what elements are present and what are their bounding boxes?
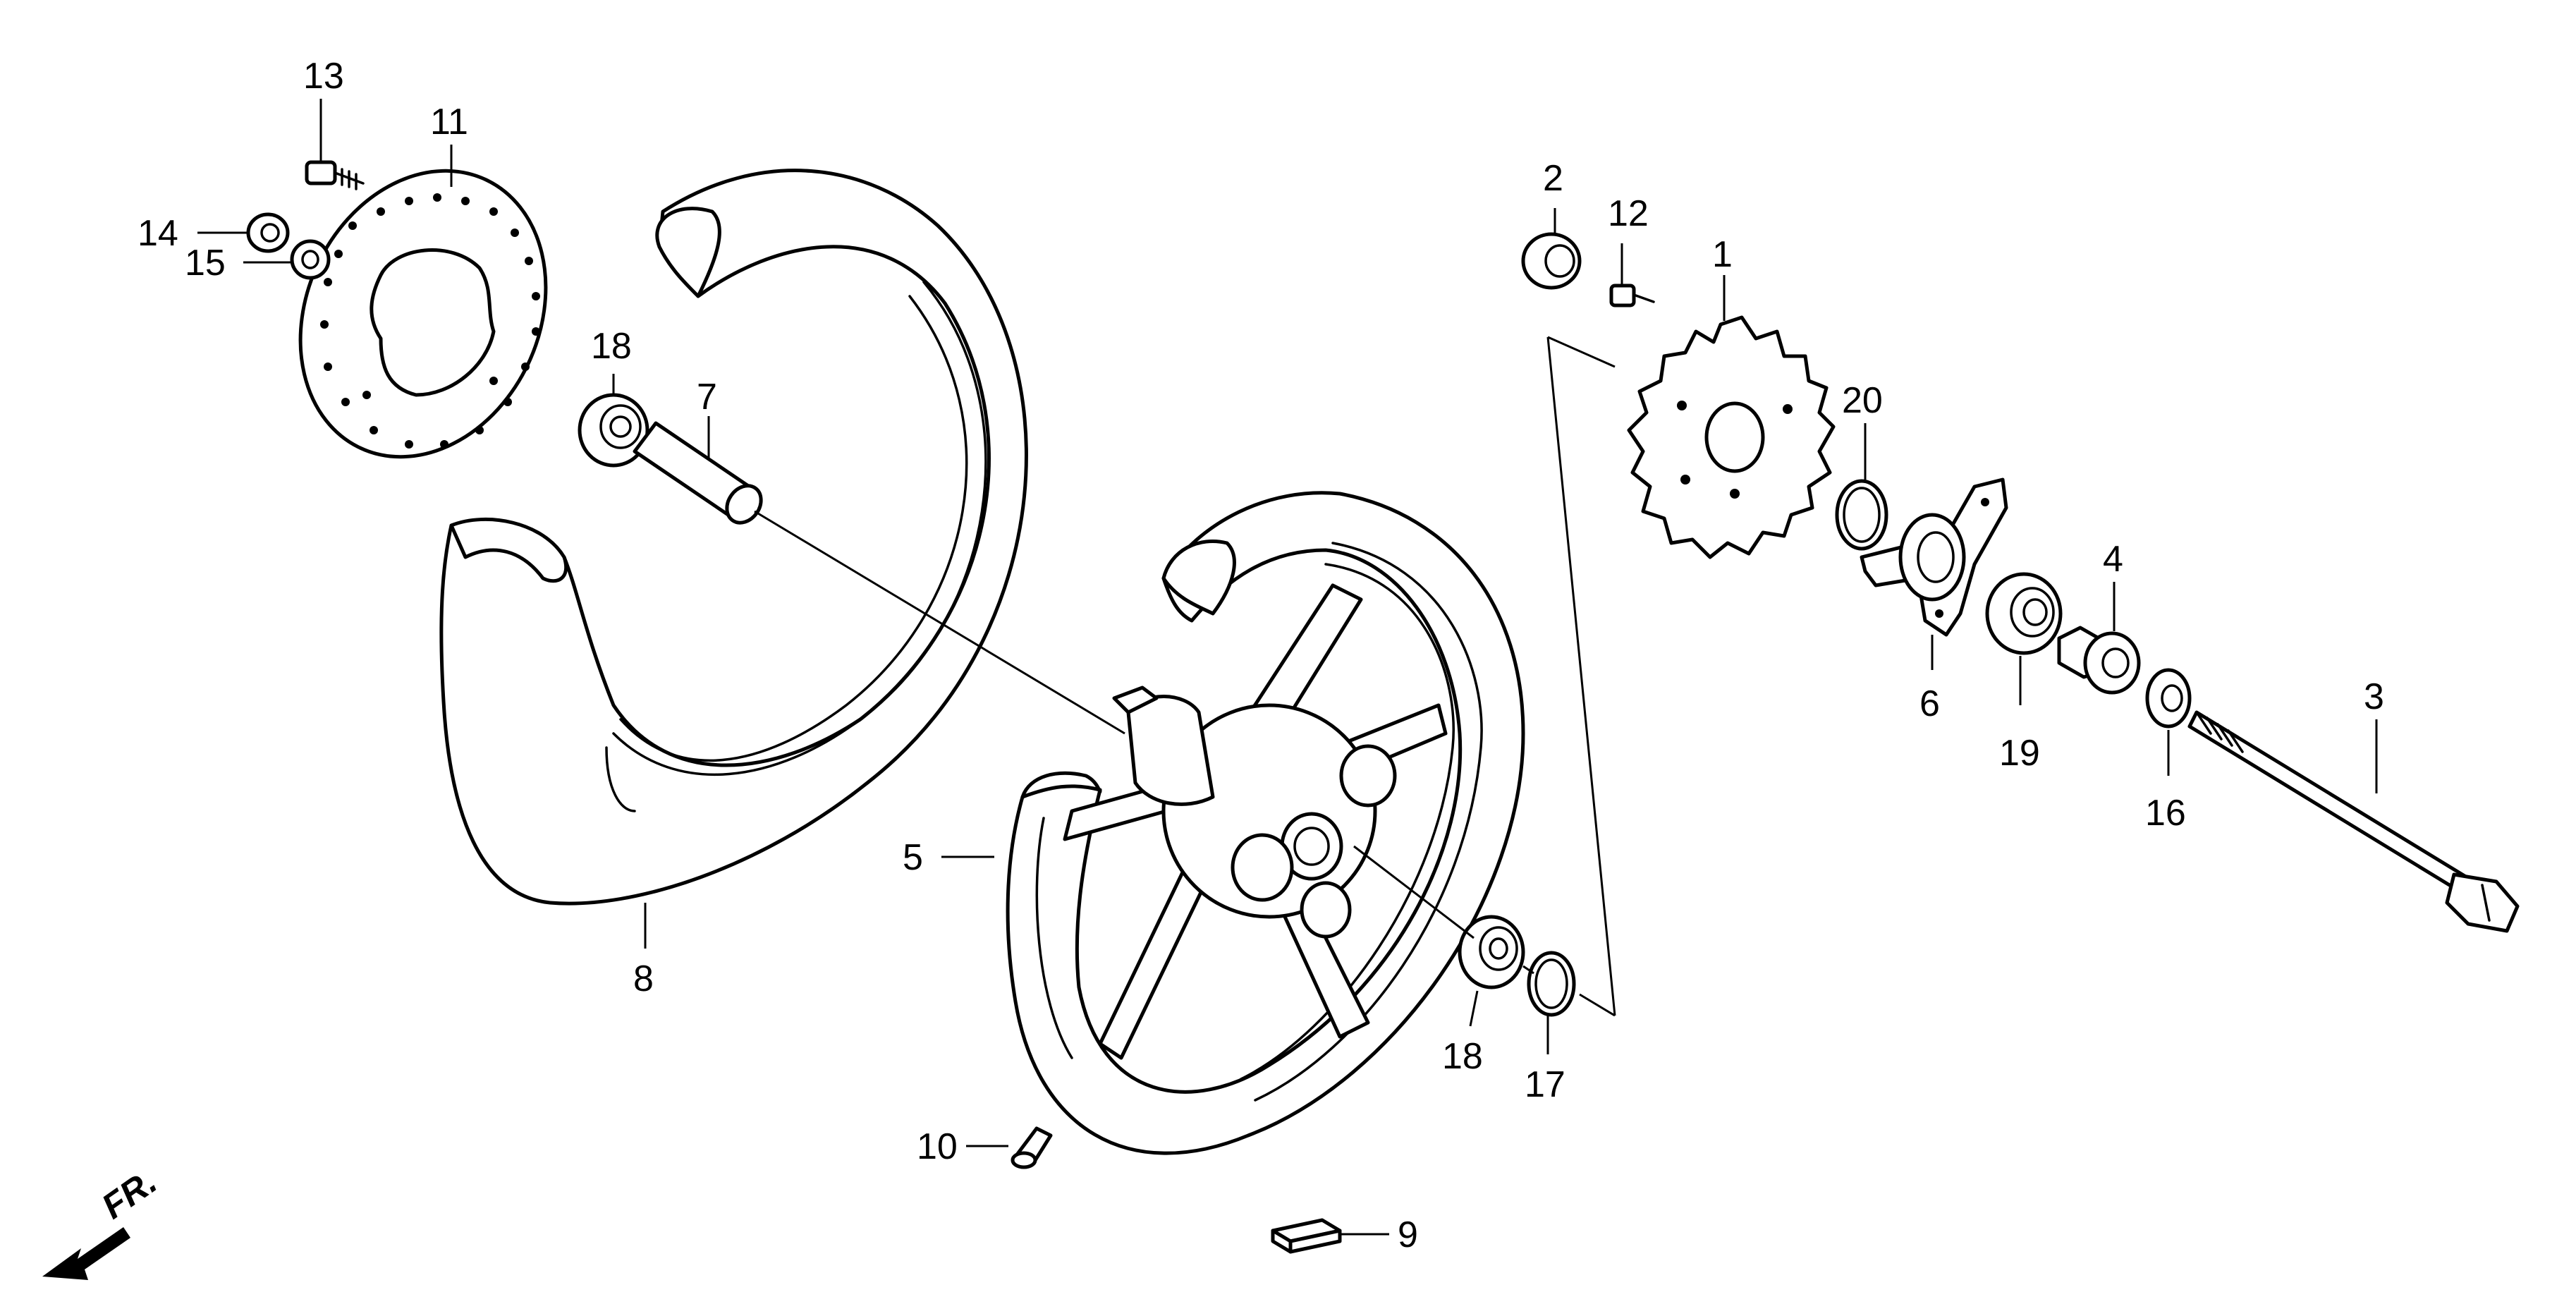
- washer-15-part: [290, 239, 331, 280]
- callout-9: 9: [1398, 1214, 1418, 1255]
- callout-18-lower: 18: [1442, 1036, 1483, 1077]
- front-direction-arrow-icon: FR.: [42, 1162, 164, 1280]
- tire-part: [439, 169, 1028, 906]
- callout-10: 10: [917, 1126, 958, 1167]
- callout-5: 5: [903, 837, 923, 878]
- bolt-13-part: [305, 160, 365, 190]
- collar-4-part: [2057, 626, 2141, 695]
- callout-4: 4: [2103, 539, 2123, 580]
- callout-20: 20: [1842, 380, 1883, 421]
- callout-8: 8: [633, 958, 654, 999]
- callout-3: 3: [2364, 676, 2384, 717]
- callout-15: 15: [185, 243, 226, 284]
- bolt-12-part: [1609, 284, 1655, 307]
- sprocket-flange-6-part: [1860, 477, 2008, 637]
- nut-14-part: [246, 212, 290, 253]
- washer-16-part: [2145, 668, 2192, 729]
- callout-16: 16: [2145, 793, 2186, 834]
- collar-2-part: [1521, 232, 1582, 290]
- callout-1: 1: [1712, 234, 1733, 275]
- spacer-7-part: [633, 421, 763, 525]
- callout-14: 14: [138, 213, 178, 254]
- wheel-rim-part: [1006, 491, 1525, 1155]
- callout-17: 17: [1525, 1064, 1565, 1105]
- balance-weight-9-part: [1271, 1218, 1342, 1254]
- callout-19: 19: [1999, 733, 2040, 774]
- callout-2: 2: [1543, 158, 1563, 199]
- callouts: 13 11 14 15 18 7 8 5 10 9 18 17: [138, 56, 2384, 1255]
- callout-13: 13: [303, 56, 344, 97]
- valve-10-part: [1011, 1126, 1053, 1169]
- callout-6: 6: [1919, 683, 1940, 724]
- brake-disc-part: [298, 169, 548, 459]
- bearing-18-lower-part: [1458, 915, 1525, 989]
- o-ring-20-part: [1835, 479, 1888, 551]
- callout-12: 12: [1608, 193, 1649, 234]
- bearing-19-part: [1985, 572, 2063, 655]
- front-direction-label: FR.: [94, 1162, 164, 1226]
- disc-holes: [320, 193, 540, 449]
- bearing-18-upper-part: [578, 393, 649, 468]
- callout-7: 7: [697, 377, 717, 418]
- sprocket-1-part: [1627, 315, 1836, 559]
- axle-3-part: [2187, 710, 2520, 933]
- callout-11: 11: [430, 102, 468, 142]
- callout-18-upper: 18: [591, 326, 632, 367]
- circlip-17-part: [1527, 951, 1576, 1017]
